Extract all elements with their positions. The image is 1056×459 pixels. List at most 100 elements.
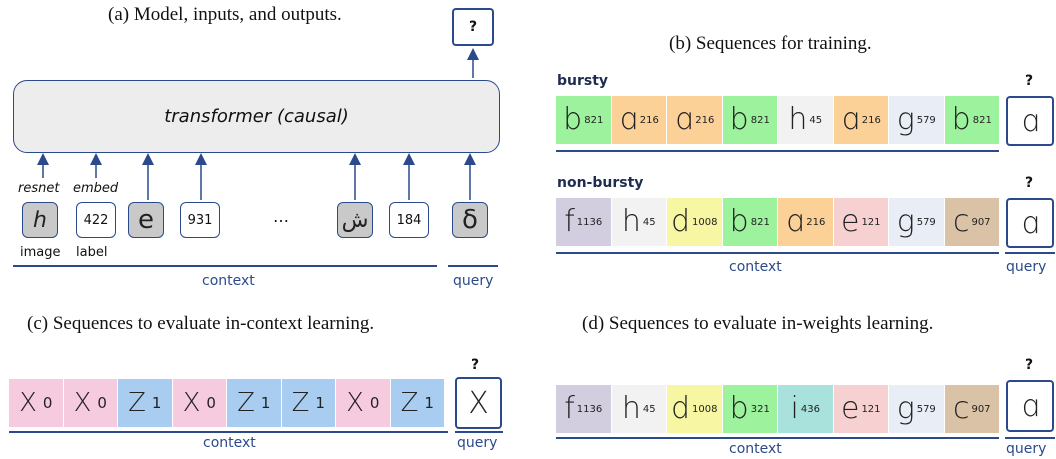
iwl-cell-label: 1008 bbox=[692, 403, 718, 415]
iwl-cell-char: b bbox=[729, 391, 749, 426]
nonbursty-cell-char: g bbox=[896, 204, 915, 239]
token-query: δ bbox=[452, 202, 488, 238]
nonbursty-cell-char: ɑ bbox=[785, 204, 805, 239]
icl-cell-label: 0 bbox=[97, 394, 107, 412]
icl-question-mark: ? bbox=[471, 357, 480, 373]
iwl-cell-label: 321 bbox=[750, 403, 770, 415]
nonbursty-cell-char: f bbox=[564, 204, 575, 239]
bursty-query-box: ɑ bbox=[1006, 96, 1054, 146]
nonbursty-cell-char: c bbox=[952, 204, 970, 239]
transformer-block: transformer (causal) bbox=[13, 80, 500, 153]
nonbursty-cell-label: 121 bbox=[861, 216, 881, 228]
nonbursty-cell-label: 821 bbox=[750, 216, 770, 228]
icl-cell-label: 1 bbox=[424, 394, 434, 412]
icl-cell-char: Z bbox=[400, 388, 419, 418]
bursty-context-line bbox=[556, 150, 999, 152]
icl-cell-char: Z bbox=[291, 388, 310, 418]
iwl-query-box: ɑ bbox=[1006, 380, 1054, 432]
icl-cell-char: X bbox=[182, 388, 201, 418]
nonbursty-cell-char: e bbox=[840, 204, 860, 239]
token-label-3: 184 bbox=[389, 202, 429, 238]
output-question-mark: ? bbox=[468, 19, 478, 35]
icl-cell-label: 0 bbox=[206, 394, 216, 412]
resnet-label: resnet bbox=[18, 181, 60, 196]
bursty-cell-char: b bbox=[563, 102, 583, 137]
nonbursty-question-mark: ? bbox=[1025, 175, 1034, 191]
query-label-a: query bbox=[453, 273, 494, 289]
icl-cell-label: 0 bbox=[369, 394, 380, 412]
query-line-a bbox=[448, 265, 498, 267]
context-line-c bbox=[9, 431, 448, 433]
nonbursty-query-box: ɑ bbox=[1006, 198, 1054, 248]
bursty-cell-label: 216 bbox=[695, 114, 715, 126]
nonbursty-cell-label: 579 bbox=[916, 216, 936, 228]
bursty-cell-char: b bbox=[729, 102, 749, 137]
bursty-query-char: ɑ bbox=[1020, 103, 1040, 139]
token-label-2: 931 bbox=[180, 202, 220, 238]
iwl-cell-char: h bbox=[621, 391, 641, 426]
bursty-title: bursty bbox=[557, 73, 609, 89]
token-label-1: 422 bbox=[76, 202, 116, 238]
icl-cell-label: 1 bbox=[315, 394, 325, 412]
bursty-cell-label: 821 bbox=[750, 114, 770, 126]
nonbursty-title: non-bursty bbox=[557, 175, 644, 191]
iwl-cell-char: c bbox=[952, 391, 970, 426]
caption-c: (c) Sequences to evaluate in-context lea… bbox=[27, 313, 375, 334]
bursty-cell-label: 216 bbox=[861, 114, 881, 126]
nonbursty-cell-char: d bbox=[671, 204, 691, 239]
nonbursty-cell-label: 1136 bbox=[576, 216, 603, 228]
context-label-a: context bbox=[202, 273, 255, 289]
nonbursty-cell-label: 45 bbox=[642, 216, 656, 228]
bursty-cell-label: 216 bbox=[639, 114, 659, 126]
icl-cell-char: Z bbox=[128, 388, 146, 418]
bursty-cell-char: h bbox=[788, 102, 808, 137]
bursty-cell-char: g bbox=[896, 102, 915, 137]
token-image-3: ش bbox=[337, 202, 373, 238]
bursty-cell-char: ɑ bbox=[840, 102, 860, 137]
iwl-cell-label: 121 bbox=[861, 403, 881, 415]
query-label-c: query bbox=[457, 435, 498, 451]
query-line-d bbox=[1005, 437, 1055, 439]
icl-cell-char: X bbox=[346, 388, 364, 418]
iwl-cell-char: d bbox=[671, 391, 691, 426]
iwl-query-char: ɑ bbox=[1020, 388, 1040, 424]
transformer-label: transformer (causal) bbox=[164, 106, 349, 127]
output-box: ? bbox=[452, 8, 494, 46]
bursty-cell-char: b bbox=[951, 102, 971, 137]
bursty-cell-label: 821 bbox=[972, 114, 992, 126]
caption-d: (d) Sequences to evaluate in-weights lea… bbox=[582, 313, 934, 334]
icl-cell-label: 0 bbox=[42, 394, 53, 412]
icl-cell-char: Z bbox=[237, 388, 255, 418]
query-line-c bbox=[455, 431, 503, 433]
label-label: label bbox=[76, 245, 108, 260]
nonbursty-cell-label: 216 bbox=[806, 216, 826, 228]
iwl-cell-char: i bbox=[790, 391, 799, 426]
context-line-a bbox=[13, 265, 437, 267]
query-line-b bbox=[1005, 252, 1055, 254]
